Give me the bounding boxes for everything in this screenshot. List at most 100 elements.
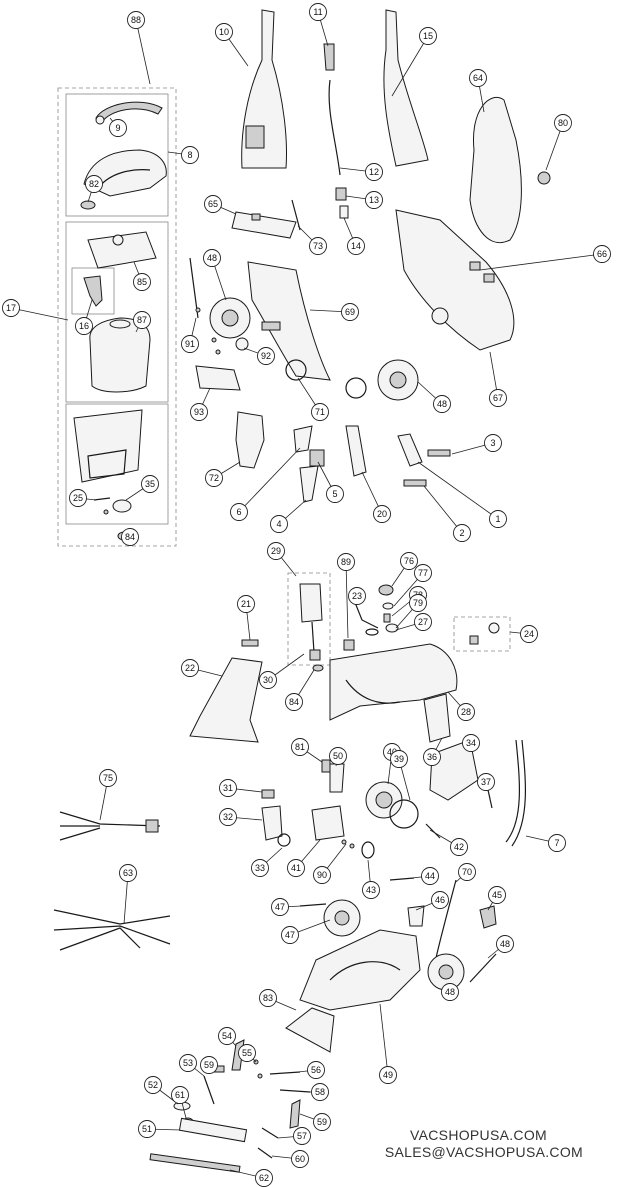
callout-35: 35: [141, 475, 159, 493]
callout-number: 69: [345, 307, 355, 317]
duct-part-36: [423, 693, 451, 743]
callout-82: 82: [85, 175, 103, 193]
callout-circle: [365, 163, 383, 181]
callout-circle: [496, 935, 514, 953]
leader-line-89: [345, 561, 349, 639]
callout-circle: [326, 485, 344, 503]
leader-line-66: [479, 253, 603, 271]
callout-14: 14: [347, 237, 365, 255]
callout-number: 48: [445, 987, 455, 997]
callout-circle: [251, 859, 269, 877]
callout-circle: [203, 249, 221, 267]
callout-number: 59: [317, 1117, 327, 1127]
callout-8: 8: [181, 146, 199, 164]
callout-circle: [141, 475, 159, 493]
callout-number: 11: [313, 7, 322, 17]
callout-number: 27: [418, 617, 428, 627]
callout-66: 66: [593, 245, 611, 263]
callout-circle: [99, 769, 117, 787]
leader-line-1: [417, 461, 499, 520]
hose-part-7: [505, 739, 526, 847]
callout-58: 58: [311, 1083, 329, 1101]
callout-59: 59: [200, 1056, 218, 1074]
callout-circle: [119, 864, 137, 882]
callout-circle: [281, 926, 299, 944]
callout-number: 24: [524, 629, 534, 639]
callout-number: 60: [295, 1154, 305, 1164]
clamp-part-43: [361, 841, 375, 859]
callout-50: 50: [329, 747, 347, 765]
callout-16: 16: [75, 317, 93, 335]
callout-number: 8: [187, 150, 192, 160]
callout-65: 65: [204, 195, 222, 213]
callout-79: 79: [409, 594, 427, 612]
axle-part-47-left: [299, 903, 327, 907]
callout-80: 80: [554, 114, 572, 132]
callout-circle: [548, 834, 566, 852]
callout-number: 87: [137, 315, 147, 325]
callout-34: 34: [462, 734, 480, 752]
callout-4: 4: [270, 515, 288, 533]
callout-number: 35: [145, 479, 155, 489]
callout-48: 48: [433, 395, 451, 413]
callout-circle: [462, 734, 480, 752]
connector-part-13: [335, 187, 347, 201]
callout-number: 29: [271, 546, 281, 556]
callout-number: 23: [352, 591, 362, 601]
tank-body-part-87: [89, 317, 151, 393]
callout-number: 47: [275, 902, 285, 912]
callout-29: 29: [267, 542, 285, 560]
callout-76: 76: [400, 552, 418, 570]
callout-circle: [230, 503, 248, 521]
callout-number: 65: [208, 199, 218, 209]
callout-number: 76: [404, 556, 414, 566]
callout-circle: [484, 434, 502, 452]
callout-number: 3: [490, 438, 495, 448]
wheel-part-48-lower-left: [323, 899, 361, 937]
callout-circle: [458, 863, 476, 881]
latch-part-89: [343, 639, 355, 651]
nozzle-part-72: [235, 411, 265, 469]
gasket-part-39: [389, 799, 419, 829]
callout-1: 1: [489, 510, 507, 528]
callout-circle: [313, 1113, 331, 1131]
latch-part-46: [407, 905, 425, 927]
callout-circle: [144, 1076, 162, 1094]
callout-number: 83: [263, 993, 273, 1003]
tool-part-1: [397, 433, 423, 467]
callout-number: 57: [297, 1131, 307, 1141]
hose-part-12: [323, 43, 341, 176]
callout-43: 43: [362, 881, 380, 899]
callout-number: 82: [89, 179, 99, 189]
callout-number: 46: [435, 895, 445, 905]
callout-59: 59: [313, 1113, 331, 1131]
callout-number: 42: [454, 842, 464, 852]
callout-5: 5: [326, 485, 344, 503]
callout-circle: [414, 564, 432, 582]
callout-circle: [348, 587, 366, 605]
tool-part-6: [293, 425, 313, 453]
axle-part-47-right: [469, 953, 497, 983]
callout-circle: [400, 552, 418, 570]
callout-number: 5: [332, 489, 337, 499]
callout-55: 55: [238, 1044, 256, 1062]
callout-67: 67: [489, 389, 507, 407]
callout-circle: [341, 303, 359, 321]
callout-11: 11: [309, 3, 327, 21]
callout-9: 9: [109, 119, 127, 137]
callout-circle: [204, 195, 222, 213]
callout-number: 50: [333, 751, 343, 761]
callout-circle: [441, 983, 459, 1001]
callout-circle: [219, 808, 237, 826]
callout-circle: [75, 317, 93, 335]
callout-circle: [259, 671, 277, 689]
leader-line-49: [379, 1003, 389, 1076]
callout-33: 33: [251, 859, 269, 877]
callout-circle: [477, 773, 495, 791]
callout-circle: [69, 489, 87, 507]
cover-part-64: [469, 97, 522, 243]
callout-number: 32: [223, 812, 233, 822]
knob-part-80: [537, 171, 551, 185]
pin-part-44: [389, 877, 415, 881]
callout-circle: [469, 69, 487, 87]
